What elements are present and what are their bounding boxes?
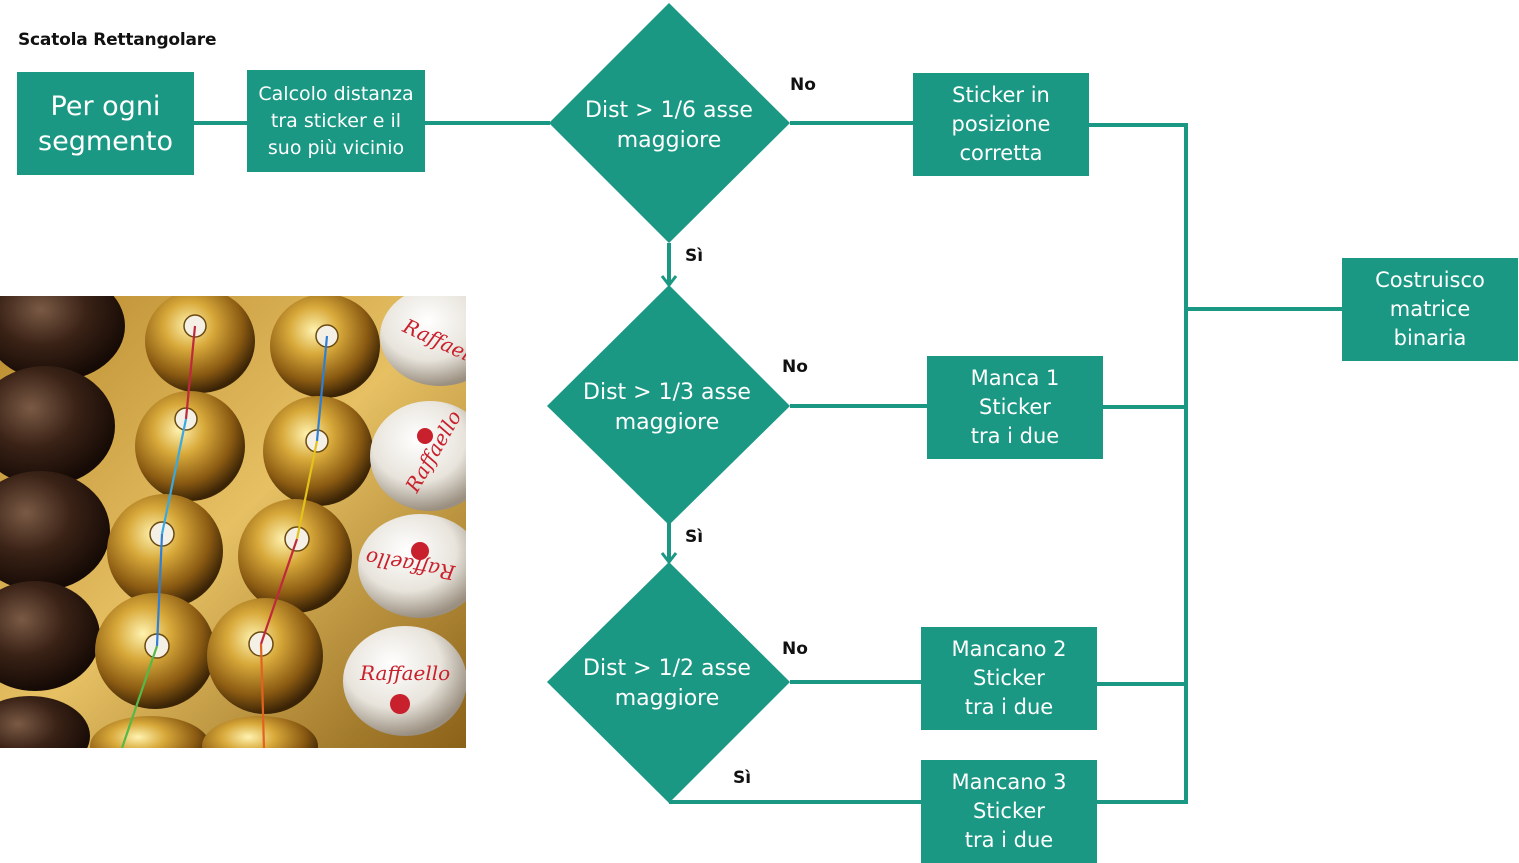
decision-diamond-3 <box>547 562 790 803</box>
box-mancano-2: Mancano 2 Sticker tra i due <box>921 627 1097 730</box>
decision-2-text: Dist > 1/3 asse maggiore <box>583 380 751 435</box>
decision-1-text: Dist > 1/6 asse maggiore <box>585 98 753 153</box>
white-chocolates <box>343 296 466 736</box>
box-costruisco-matrice: Costruisco matrice binaria <box>1342 258 1518 361</box>
box-calcolo-distanza: Calcolo distanza tra sticker e il suo pi… <box>247 70 425 172</box>
label-si-3: Sì <box>733 768 752 788</box>
box-per-ogni-segmento: Per ogni segmento <box>17 72 194 175</box>
diagram-title: Scatola Rettangolare <box>18 30 217 50</box>
label-no-2: No <box>782 357 808 377</box>
decision-diamond-1 <box>549 3 790 243</box>
box-mancano-3: Mancano 3 Sticker tra i due <box>921 760 1097 863</box>
decision-diamond-2 <box>547 285 790 525</box>
label-si-1: Sì <box>685 246 704 266</box>
dark-chocolates <box>0 296 125 748</box>
label-si-2: Sì <box>685 527 704 547</box>
raffaello-label-4: Raffaello <box>359 661 450 685</box>
box-manca-1: Manca 1 Sticker tra i due <box>927 356 1103 459</box>
segment-lines <box>120 325 329 748</box>
chocolate-box-photo: Raffaello Raffaello Raffaello Raffaello <box>0 296 466 748</box>
box-sticker-corretta: Sticker in posizione corretta <box>913 73 1089 176</box>
label-no-3: No <box>782 639 808 659</box>
label-no-1: No <box>790 75 816 95</box>
decision-3-text: Dist > 1/2 asse maggiore <box>583 656 751 711</box>
gold-chocolates <box>90 296 380 748</box>
